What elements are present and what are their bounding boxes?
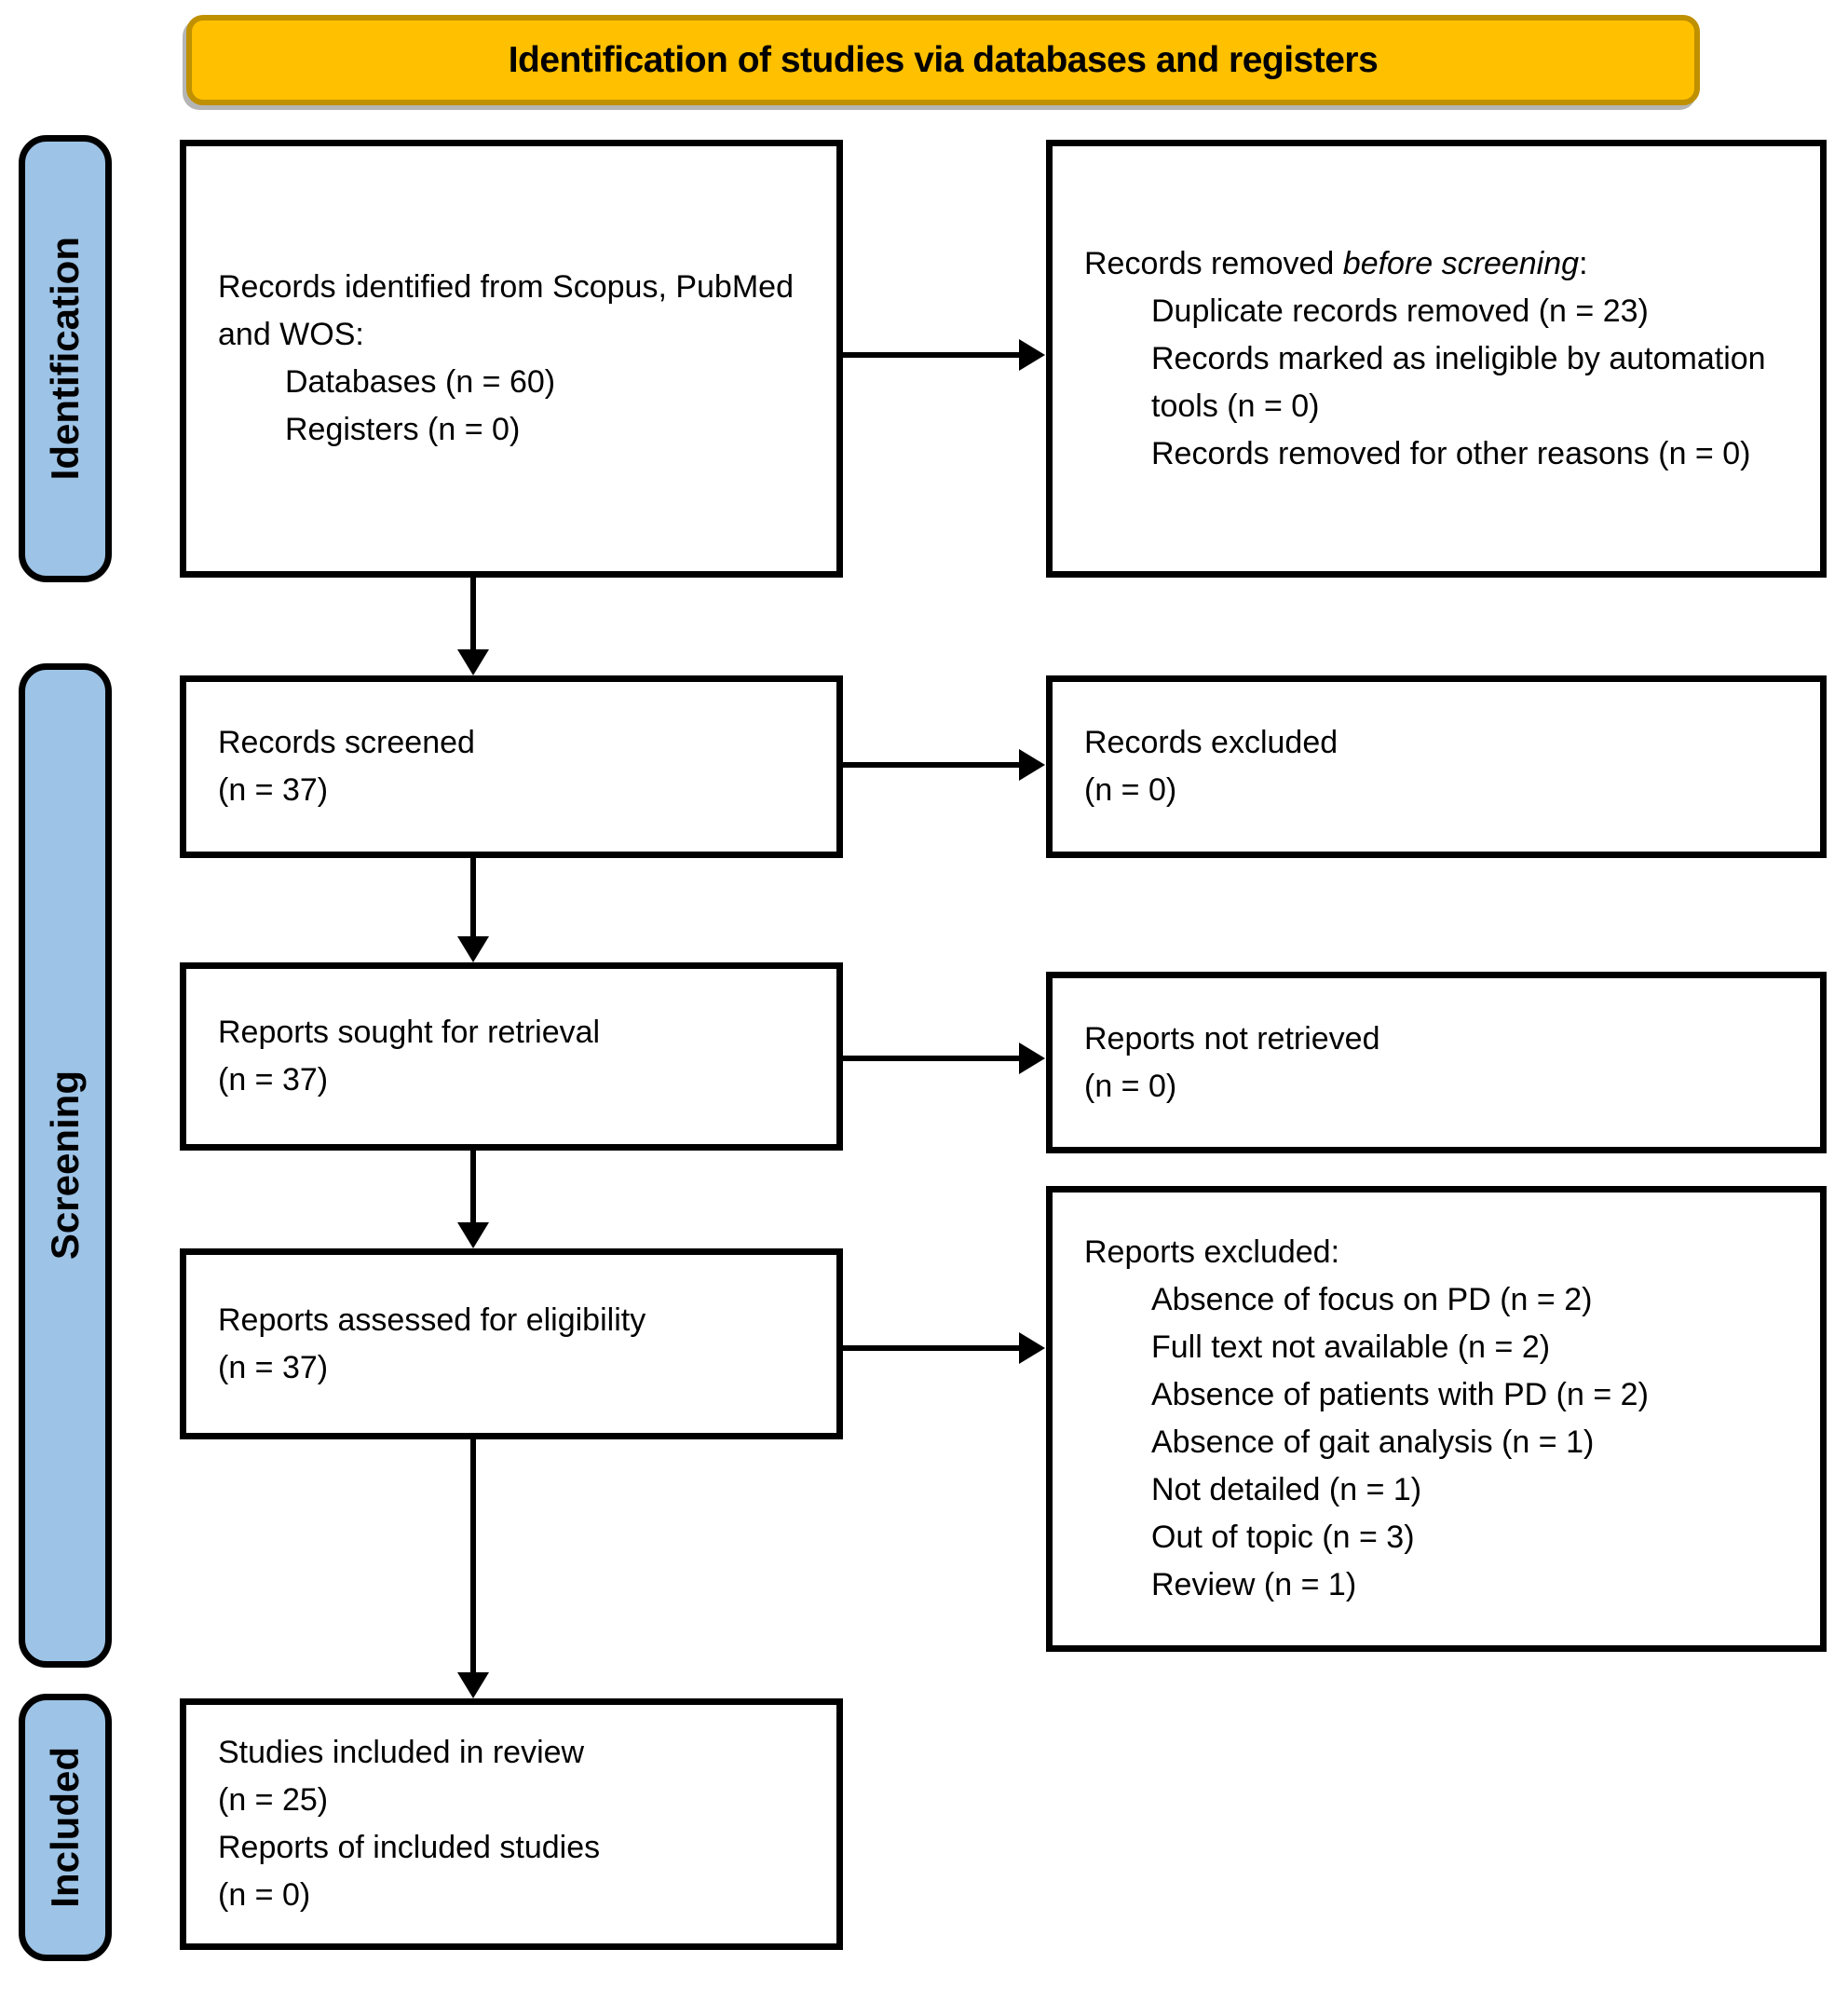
arrow-right-identified-to-removed <box>843 352 1020 358</box>
box-line: Studies included in review <box>218 1735 585 1770</box>
box-intro: Reports excluded: <box>1084 1234 1340 1270</box>
list-item: Full text not available (n = 2) <box>1151 1329 1551 1365</box>
box-reports-not-retrieved: Reports not retrieved (n = 0) <box>1046 972 1827 1153</box>
stage-label-included: Included <box>43 1747 87 1908</box>
list-item: Review (n = 1) <box>1151 1567 1357 1602</box>
box-studies-included: Studies included in review (n = 25) Repo… <box>180 1698 843 1950</box>
stage-bar-screening: Screening <box>19 663 112 1668</box>
stage-label-screening: Screening <box>43 1070 87 1261</box>
diagram-title: Identification of studies via databases … <box>508 39 1379 80</box>
box-count: (n = 37) <box>218 772 329 808</box>
stage-bar-included: Included <box>19 1694 112 1961</box>
box-label: Records screened <box>218 725 475 760</box>
list-item: Absence of gait analysis (n = 1) <box>1151 1424 1595 1460</box>
box-intro: Records removed before screening: <box>1084 240 1800 288</box>
arrow-right-sought-to-not-retrieved <box>843 1056 1020 1061</box>
list-item: Records removed for other reasons (n = 0… <box>1151 435 1751 471</box>
arrow-down-assessed-to-included <box>470 1439 476 1673</box>
intro-italic: before screening <box>1342 245 1580 281</box>
list-item: Not detailed (n = 1) <box>1151 1472 1422 1507</box>
list-item: Absence of patients with PD (n = 2) <box>1151 1377 1649 1412</box>
box-line: (n = 0) <box>218 1877 311 1913</box>
box-count: (n = 37) <box>218 1062 329 1097</box>
stage-label-identification: Identification <box>43 237 87 481</box>
box-count: (n = 0) <box>1084 1068 1177 1104</box>
box-label: Reports sought for retrieval <box>218 1015 601 1050</box>
box-count: (n = 0) <box>1084 772 1177 808</box>
box-records-excluded: Records excluded (n = 0) <box>1046 675 1827 858</box>
intro-suffix: : <box>1579 245 1588 281</box>
box-line: Reports of included studies <box>218 1830 601 1865</box>
list-item: Registers (n = 0) <box>285 412 521 447</box>
box-reports-assessed: Reports assessed for eligibility (n = 37… <box>180 1248 843 1439</box>
list-item: Records marked as ineligible by automati… <box>1151 340 1766 424</box>
box-label: Reports assessed for eligibility <box>218 1302 646 1338</box>
arrow-down-identified-to-screened <box>470 578 476 650</box>
box-reports-excluded: Reports excluded: Absence of focus on PD… <box>1046 1186 1827 1652</box>
box-reports-sought: Reports sought for retrieval (n = 37) <box>180 962 843 1151</box>
arrow-right-screened-to-excluded <box>843 762 1020 768</box>
list-item: Out of topic (n = 3) <box>1151 1520 1415 1555</box>
arrow-down-screened-to-sought <box>470 858 476 937</box>
box-intro: Records identified from Scopus, PubMed a… <box>218 269 794 352</box>
arrow-down-sought-to-assessed <box>470 1151 476 1223</box>
box-line: (n = 25) <box>218 1782 329 1818</box>
list-item: Absence of focus on PD (n = 2) <box>1151 1282 1593 1317</box>
box-records-identified: Records identified from Scopus, PubMed a… <box>180 140 843 578</box>
list-item: Duplicate records removed (n = 23) <box>1151 293 1649 329</box>
box-label: Reports not retrieved <box>1084 1020 1380 1056</box>
arrow-right-assessed-to-excluded <box>843 1345 1020 1351</box>
box-count: (n = 37) <box>218 1349 329 1385</box>
title-banner: Identification of studies via databases … <box>186 15 1700 105</box>
intro-prefix: Records removed <box>1084 245 1343 281</box>
box-records-removed: Records removed before screening: Duplic… <box>1046 140 1827 578</box>
stage-bar-identification: Identification <box>19 135 112 582</box>
list-item: Databases (n = 60) <box>285 364 556 400</box>
box-records-screened: Records screened (n = 37) <box>180 675 843 858</box>
box-label: Records excluded <box>1084 725 1338 760</box>
